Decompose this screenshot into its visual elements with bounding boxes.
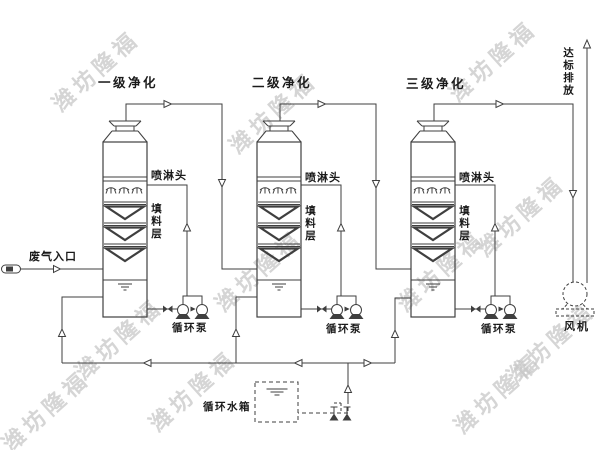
gas-duct-stage2-to-stage3 (279, 99, 411, 270)
spray-head-label-2: 喷淋头 (305, 172, 341, 184)
packing-layer-label-2: 填料层 (304, 205, 316, 243)
circulation-water-tank (254, 381, 299, 423)
fan-label: 风机 (564, 321, 590, 333)
pump-label-3: 循环泵 (481, 323, 517, 335)
spray-head-label-1: 喷淋头 (151, 170, 187, 182)
water-tank-label: 循环水箱 (203, 401, 251, 413)
gas-duct-stage3-to-fan (433, 99, 578, 282)
packing-layer-label-1: 填料层 (150, 203, 162, 241)
pump-label-1: 循环泵 (172, 322, 208, 334)
stage-1-label: 一级净化 (97, 76, 158, 90)
stage-3-label: 三级净化 (405, 77, 466, 91)
spray-head-label-3: 喷淋头 (459, 172, 495, 184)
fan-symbol (555, 281, 595, 317)
packing-layer-label-3: 填料层 (458, 205, 470, 243)
waste-gas-inlet-duct (1, 264, 103, 274)
gas-duct-stage1-to-stage2 (125, 99, 257, 270)
stage-2-label: 二级净化 (251, 76, 312, 90)
discharge-stack-line (582, 38, 592, 283)
pump-label-2: 循环泵 (326, 323, 362, 335)
waste-gas-inlet-label: 废气入口 (29, 251, 77, 263)
discharge-label: 达标排放 (562, 47, 574, 97)
tank-feed-line (298, 363, 353, 421)
water-return-manifold (57, 296, 411, 368)
